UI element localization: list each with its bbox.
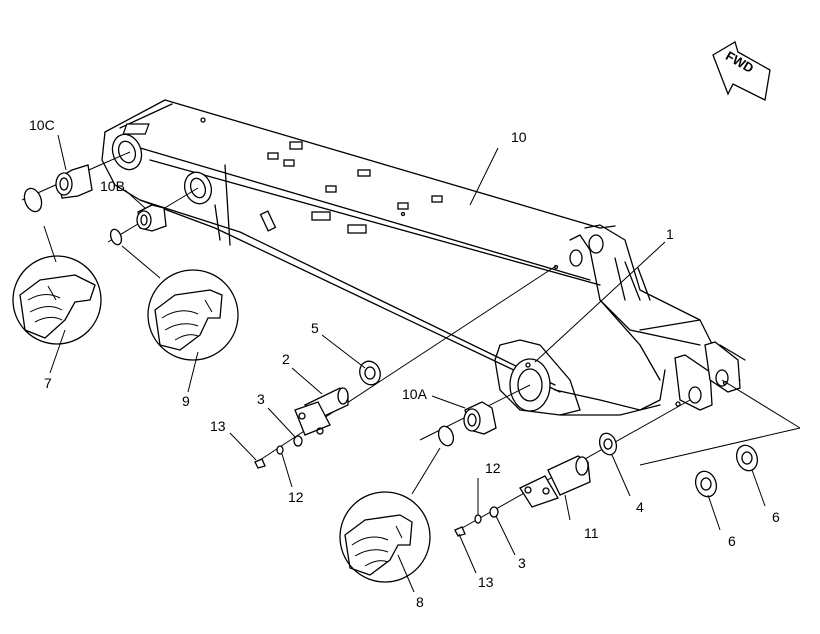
lockwasher-12-left — [276, 445, 284, 455]
callout-13-right: 13 — [478, 574, 494, 590]
callout-10a: 10A — [402, 386, 428, 402]
callout-10b: 10B — [100, 178, 125, 194]
callout-2: 2 — [282, 351, 290, 367]
shim-6-left — [694, 470, 718, 498]
callout-6-left: 6 — [728, 533, 736, 549]
callout-13-left: 13 — [210, 418, 226, 434]
bolt-13-left — [254, 458, 266, 469]
callout-1: 1 — [666, 226, 674, 242]
washer-3-right — [489, 506, 499, 518]
callout-labels: 10C 10B 10 1 5 2 3 13 12 10A 7 9 8 12 3 … — [29, 117, 780, 610]
callout-12-left: 12 — [288, 489, 304, 505]
bushing-10a — [463, 401, 497, 435]
callout-5: 5 — [311, 320, 319, 336]
seal-ring-9 — [109, 228, 123, 246]
washer-3-left — [293, 435, 303, 447]
bolt-13-right — [454, 526, 466, 537]
detail-view-8 — [339, 447, 441, 583]
shim-6-right — [735, 444, 759, 472]
leader-lines — [49, 134, 766, 593]
callout-10: 10 — [511, 129, 527, 145]
callout-6-right: 6 — [772, 509, 780, 525]
callout-3-right: 3 — [518, 555, 526, 571]
bushing-10b — [136, 204, 167, 232]
forward-direction-arrow: FWD — [712, 41, 771, 101]
callout-4: 4 — [636, 499, 644, 515]
seal-ring-7 — [23, 187, 43, 213]
pin-2 — [294, 387, 349, 436]
lockwasher-12-right — [474, 514, 482, 524]
detail-view-7 — [12, 225, 102, 345]
seal-ring-8 — [437, 425, 455, 447]
callout-9: 9 — [182, 393, 190, 409]
callout-11: 11 — [584, 525, 599, 541]
callout-7: 7 — [44, 375, 52, 391]
washer-5 — [359, 360, 381, 386]
pin-11 — [519, 455, 591, 508]
washer-4 — [598, 432, 618, 456]
bushing-10c — [55, 164, 93, 199]
callout-12-right: 12 — [485, 460, 501, 476]
callout-10c: 10C — [29, 117, 55, 133]
callout-8: 8 — [416, 594, 424, 610]
detail-view-9 — [121, 245, 239, 361]
callout-3-left: 3 — [257, 391, 265, 407]
